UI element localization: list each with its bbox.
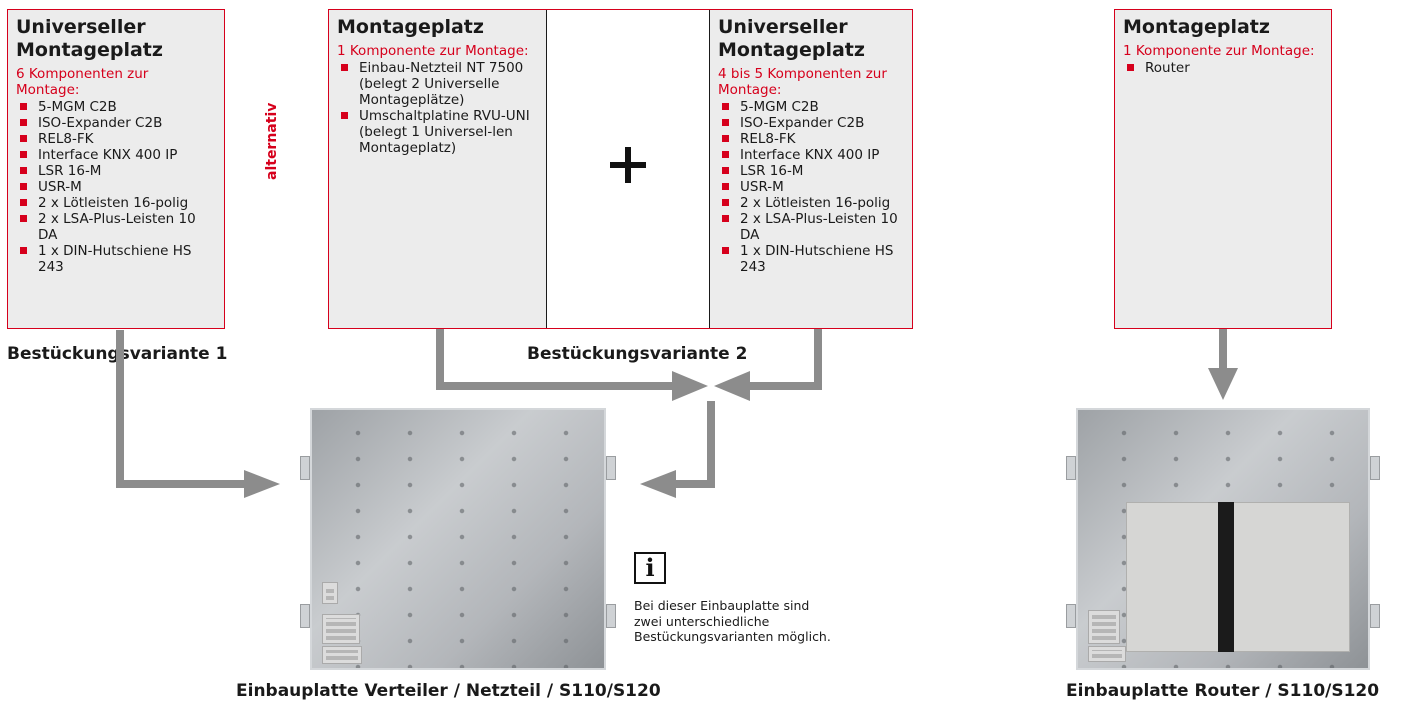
plate-mounting-ear xyxy=(606,604,616,628)
panel-router: Montageplatz 1 Komponente zur Montage: R… xyxy=(1115,10,1331,328)
terminal-module xyxy=(1088,610,1120,644)
component-list: 5-MGM C2B ISO-Expander C2B REL8-FK Inter… xyxy=(16,99,216,275)
box-universal-mount-left: Universeller Montageplatz 6 Komponenten … xyxy=(7,9,225,329)
list-item: Umschaltplatine RVU-UNI (belegt 1 Univer… xyxy=(337,108,538,156)
list-item: 5-MGM C2B xyxy=(718,99,904,115)
list-item: Interface KNX 400 IP xyxy=(718,147,904,163)
box-subtitle: 1 Komponente zur Montage: xyxy=(1123,43,1315,59)
box-title: Universeller Montageplatz xyxy=(718,16,865,61)
list-item: LSR 16-M xyxy=(718,163,904,179)
list-item: REL8-FK xyxy=(16,131,216,147)
list-item: 2 x LSA-Plus-Leisten 10 DA xyxy=(718,211,904,243)
box-subtitle: 6 Komponenten zur Montage: xyxy=(16,66,149,98)
mounting-plate-router-image xyxy=(1076,408,1370,670)
plus-icon xyxy=(608,145,648,185)
list-item: 2 x Lötleisten 16-polig xyxy=(718,195,904,211)
info-icon: i xyxy=(634,552,666,584)
arrow-variant-1 xyxy=(116,330,248,488)
mounting-plate-distributor-image xyxy=(310,408,606,670)
arrowhead xyxy=(1208,368,1238,400)
list-item: USR-M xyxy=(16,179,216,195)
label-plate xyxy=(322,646,362,664)
list-item: 2 x Lötleisten 16-polig xyxy=(16,195,216,211)
info-text: Bei dieser Einbauplatte sind zwei unters… xyxy=(634,598,831,644)
panel-universal-right: Universeller Montageplatz 4 bis 5 Kompon… xyxy=(710,10,912,328)
list-item: 5-MGM C2B xyxy=(16,99,216,115)
label-variant-2: Bestückungsvariante 2 xyxy=(527,344,748,364)
plate-mounting-ear xyxy=(1370,456,1380,480)
divider xyxy=(546,10,547,328)
list-item: USR-M xyxy=(718,179,904,195)
box-subtitle: 1 Komponente zur Montage: xyxy=(337,43,529,59)
list-item: REL8-FK xyxy=(718,131,904,147)
plate-mounting-ear xyxy=(606,456,616,480)
panel-universal-left: Universeller Montageplatz 6 Komponenten … xyxy=(8,10,224,328)
terminal-module xyxy=(322,582,338,604)
arrowhead xyxy=(640,470,676,498)
component-list: 5-MGM C2B ISO-Expander C2B REL8-FK Inter… xyxy=(718,99,904,275)
router-cover xyxy=(1126,502,1350,652)
box-title: Universeller Montageplatz xyxy=(16,16,163,61)
router-strap xyxy=(1218,502,1234,652)
perforation-pattern xyxy=(312,410,604,668)
box-title: Montageplatz xyxy=(1123,16,1270,38)
list-item: LSR 16-M xyxy=(16,163,216,179)
panel-mount-power: Montageplatz 1 Komponente zur Montage: E… xyxy=(329,10,546,328)
arrow-to-plate xyxy=(672,401,715,488)
plate-mounting-ear xyxy=(1066,456,1076,480)
plate-mounting-ear xyxy=(300,604,310,628)
plate-mounting-ear xyxy=(1066,604,1076,628)
list-item: Interface KNX 400 IP xyxy=(16,147,216,163)
list-item: ISO-Expander C2B xyxy=(718,115,904,131)
box-title: Montageplatz xyxy=(337,16,484,38)
arrowhead xyxy=(714,371,750,401)
caption-distributor-plate: Einbauplatte Verteiler / Netzteil / S110… xyxy=(236,681,661,701)
divider xyxy=(709,10,710,328)
arrowhead xyxy=(244,470,280,498)
terminal-module xyxy=(322,614,360,644)
caption-router-plate: Einbauplatte Router / S110/S120 xyxy=(1066,681,1380,701)
list-item: 2 x LSA-Plus-Leisten 10 DA xyxy=(16,211,216,243)
list-item: Einbau-Netzteil NT 7500 (belegt 2 Univer… xyxy=(337,60,538,108)
arrow-variant-2-left xyxy=(436,329,676,390)
arrowhead xyxy=(672,371,708,401)
component-list: Router xyxy=(1123,60,1323,76)
list-item: ISO-Expander C2B xyxy=(16,115,216,131)
box-mount-router: Montageplatz 1 Komponente zur Montage: R… xyxy=(1114,9,1332,329)
component-list: Einbau-Netzteil NT 7500 (belegt 2 Univer… xyxy=(337,60,538,156)
list-item: Router xyxy=(1123,60,1323,76)
arrow-variant-2-right xyxy=(746,329,822,390)
list-item: 1 x DIN-Hutschiene HS 243 xyxy=(718,243,904,275)
plate-mounting-ear xyxy=(1370,604,1380,628)
plate-mounting-ear xyxy=(300,456,310,480)
box-subtitle: 4 bis 5 Komponenten zur Montage: xyxy=(718,66,887,98)
list-item: 1 x DIN-Hutschiene HS 243 xyxy=(16,243,216,275)
label-plate xyxy=(1088,646,1126,662)
